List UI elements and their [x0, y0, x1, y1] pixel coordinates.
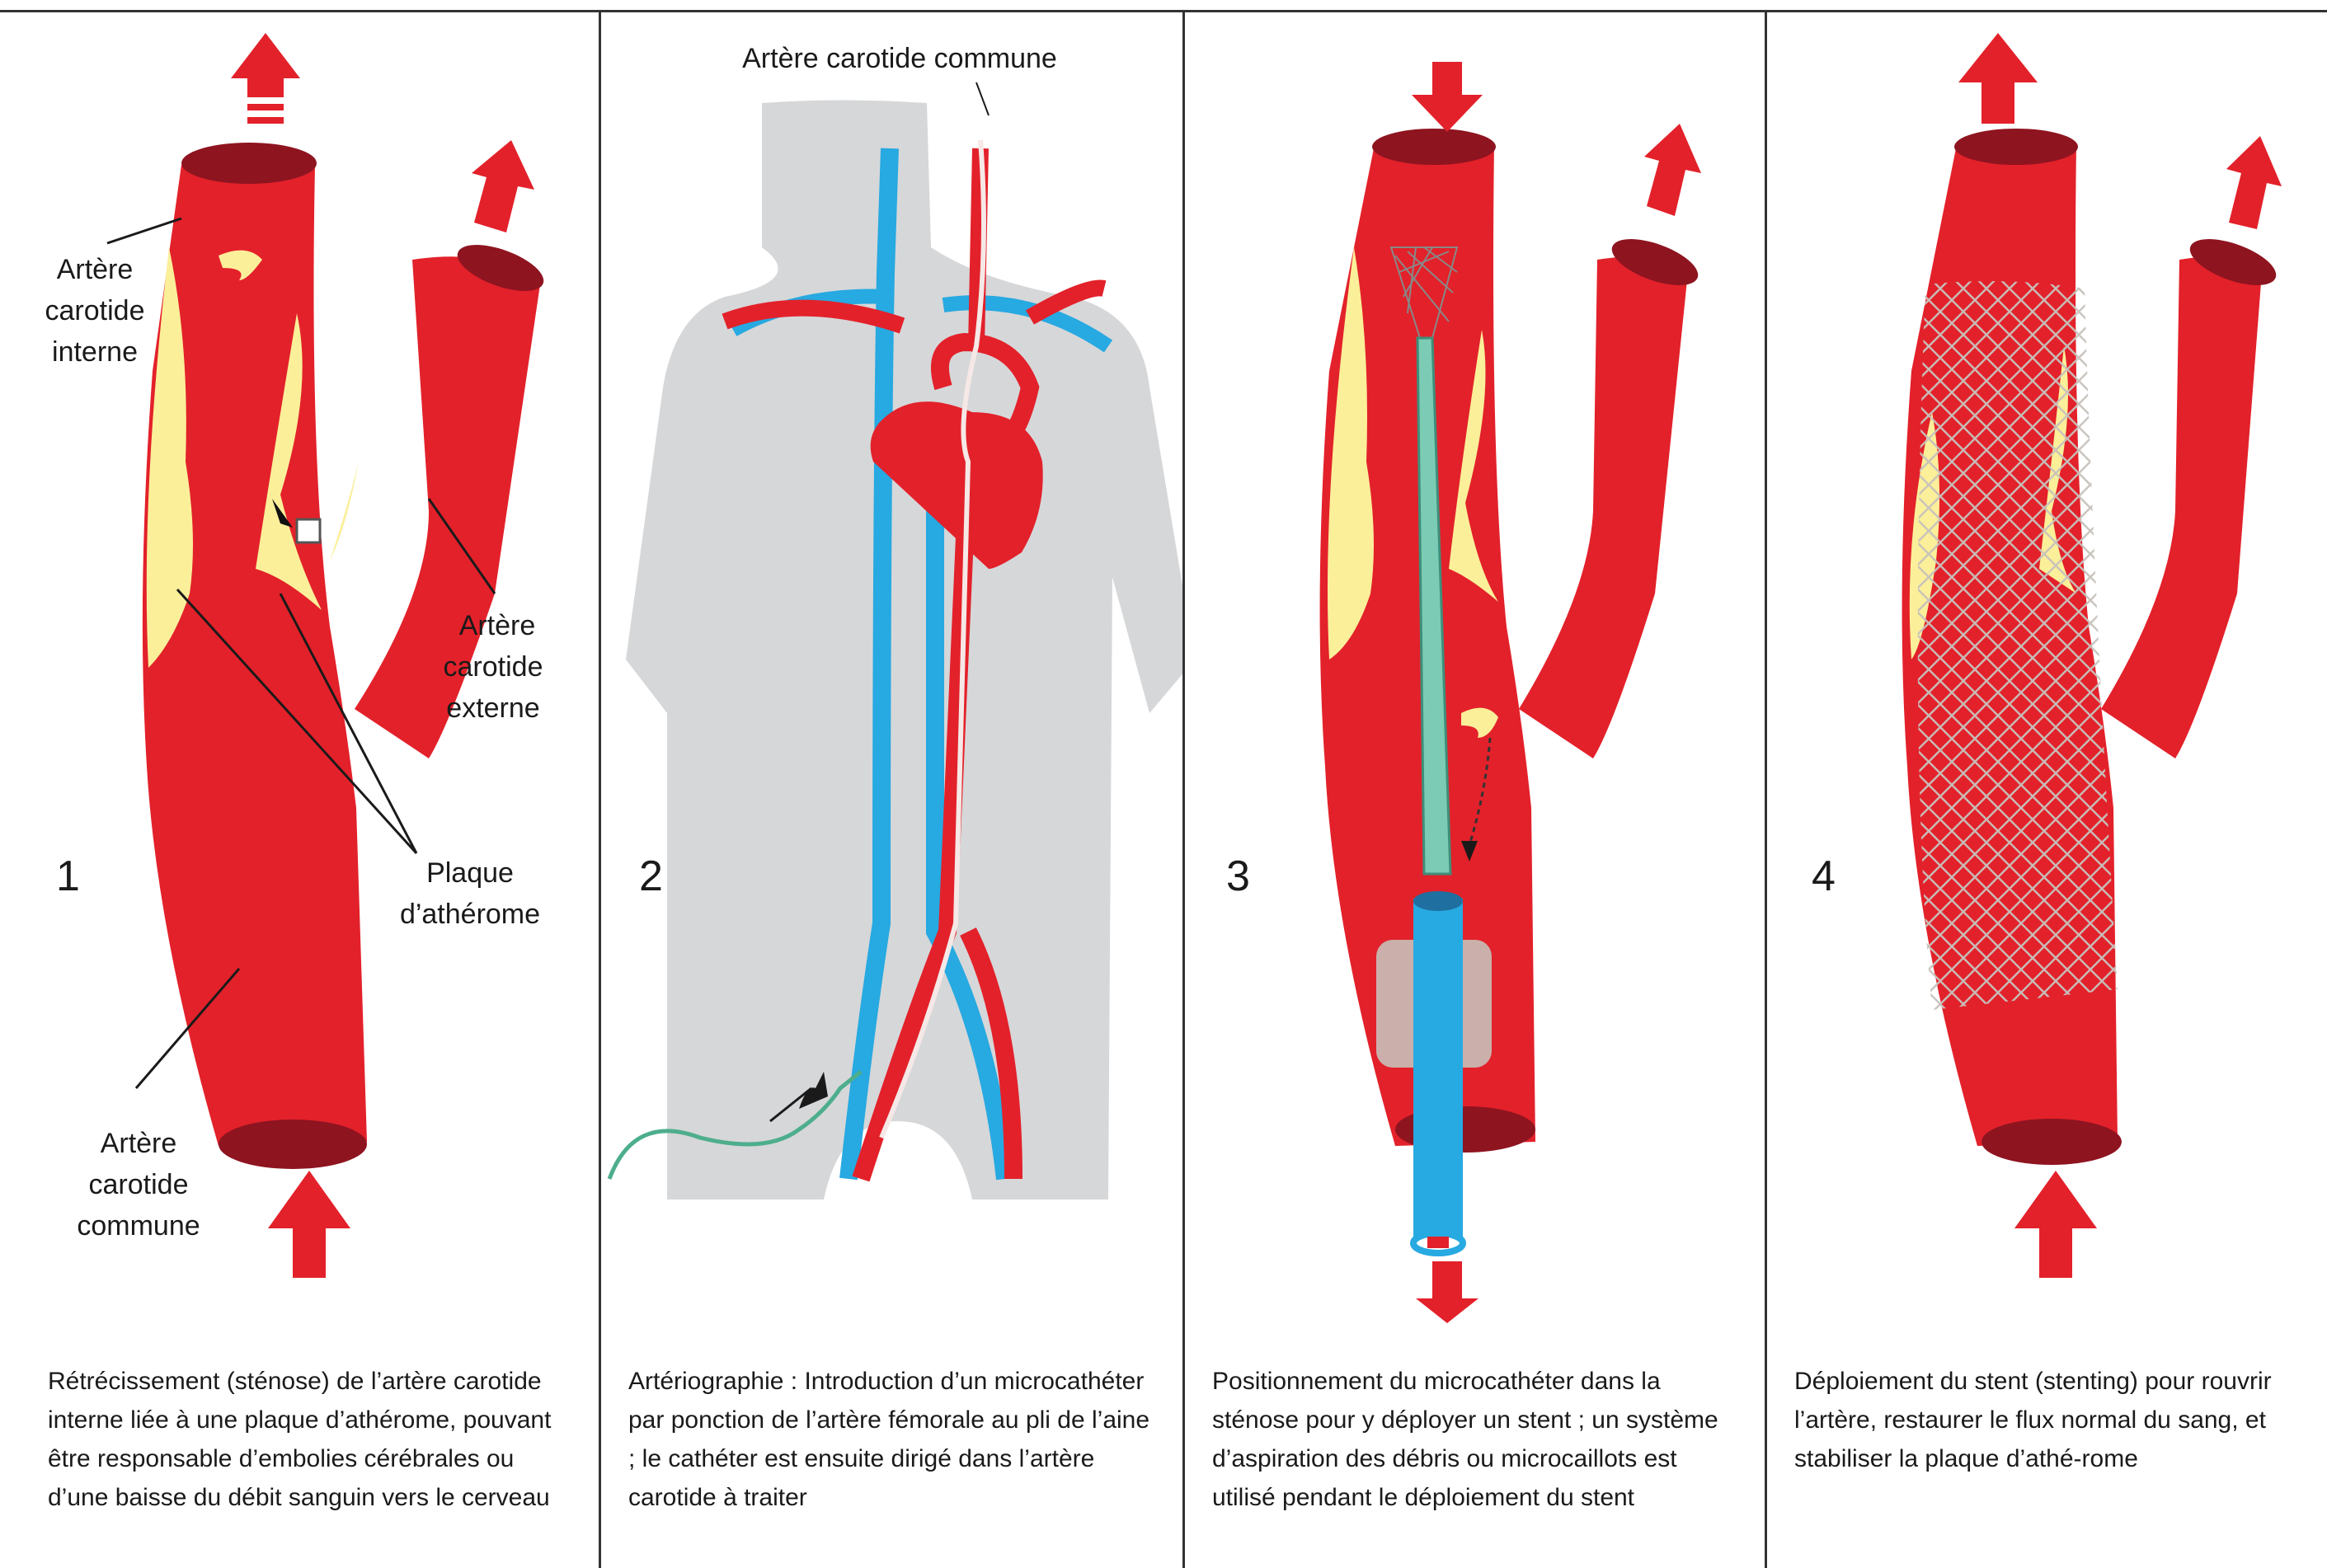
label-plaque: d’athérome: [400, 899, 540, 930]
label-external-carotid: carotide: [444, 651, 543, 683]
label-external-carotid: externe: [446, 692, 539, 724]
label-common-carotid: Artère: [101, 1128, 177, 1159]
caption-step-2: Artériographie : Introduction d’un micro…: [628, 1362, 1156, 1517]
panel-4-stent-illustration: 4: [1767, 0, 2327, 1568]
label-internal-carotid: interne: [52, 336, 138, 368]
step-number: 2: [639, 852, 663, 900]
label-common-carotid: carotide: [89, 1169, 189, 1200]
label-common-carotid: commune: [77, 1210, 200, 1242]
step-number: 4: [1812, 852, 1836, 900]
caption-step-4: Déploiement du stent (stenting) pour rou…: [1794, 1362, 2306, 1478]
panel-2-arteriography-illustration: Artère carotide commune 2: [601, 0, 1182, 1568]
panel-1-stenosis-illustration: Artère carotide interne Artère carotide …: [0, 0, 599, 1568]
panel-3-catheter-illustration: 3: [1185, 0, 1765, 1568]
caption-step-1: Rétrécissement (sténose) de l’artère car…: [48, 1362, 576, 1517]
step-number: 1: [56, 852, 80, 900]
caption-step-3: Positionnement du microcathéter dans la …: [1212, 1362, 1740, 1517]
label-internal-carotid: Artère: [57, 254, 134, 285]
label-external-carotid: Artère: [459, 610, 536, 641]
label-internal-carotid: carotide: [45, 295, 145, 326]
label-common-carotid: Artère carotide commune: [742, 43, 1057, 74]
step-number: 3: [1226, 852, 1250, 900]
label-plaque: Plaque: [426, 857, 514, 889]
